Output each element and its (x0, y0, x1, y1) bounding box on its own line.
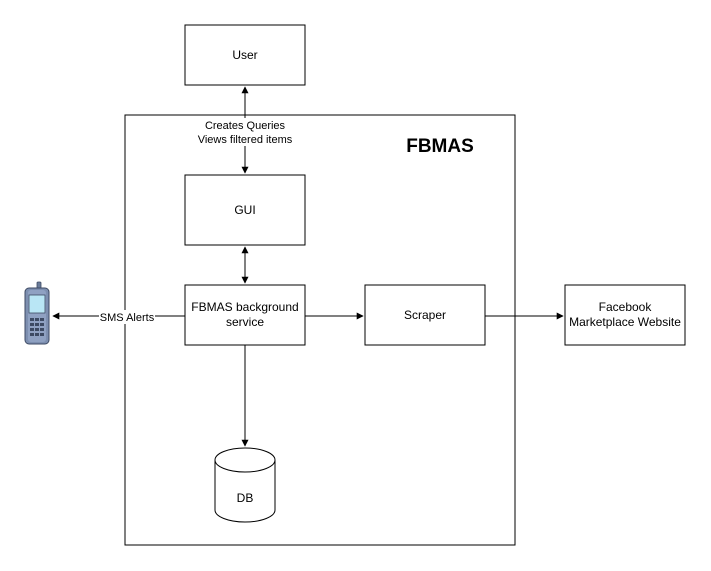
user-gui-label-bg (193, 118, 297, 146)
gui-label: GUI (234, 203, 255, 217)
db-label: DB (237, 491, 254, 505)
db-cylinder (214, 447, 276, 523)
mobile-phone-icon (24, 281, 50, 345)
background-service-box (184, 284, 306, 346)
scraper-label: Scraper (404, 308, 446, 322)
sms-label-bg (99, 310, 155, 324)
system-title: FBMAS (406, 136, 474, 157)
sms-label: SMS Alerts (100, 312, 155, 324)
scraper-box (364, 284, 486, 346)
user-label: User (232, 48, 257, 62)
gui-box (184, 174, 306, 246)
facebook-label-line1: Facebook (599, 300, 653, 314)
facebook-marketplace-box (564, 284, 686, 346)
background-service-label-line2: service (226, 315, 264, 329)
facebook-label-line2: Marketplace Website (569, 315, 681, 329)
user-gui-label-line1: Creates Queries (205, 120, 286, 132)
background-service-label-line1: FBMAS background (191, 300, 298, 314)
user-box (184, 24, 306, 86)
user-gui-label-line2: Views filtered items (198, 134, 293, 146)
